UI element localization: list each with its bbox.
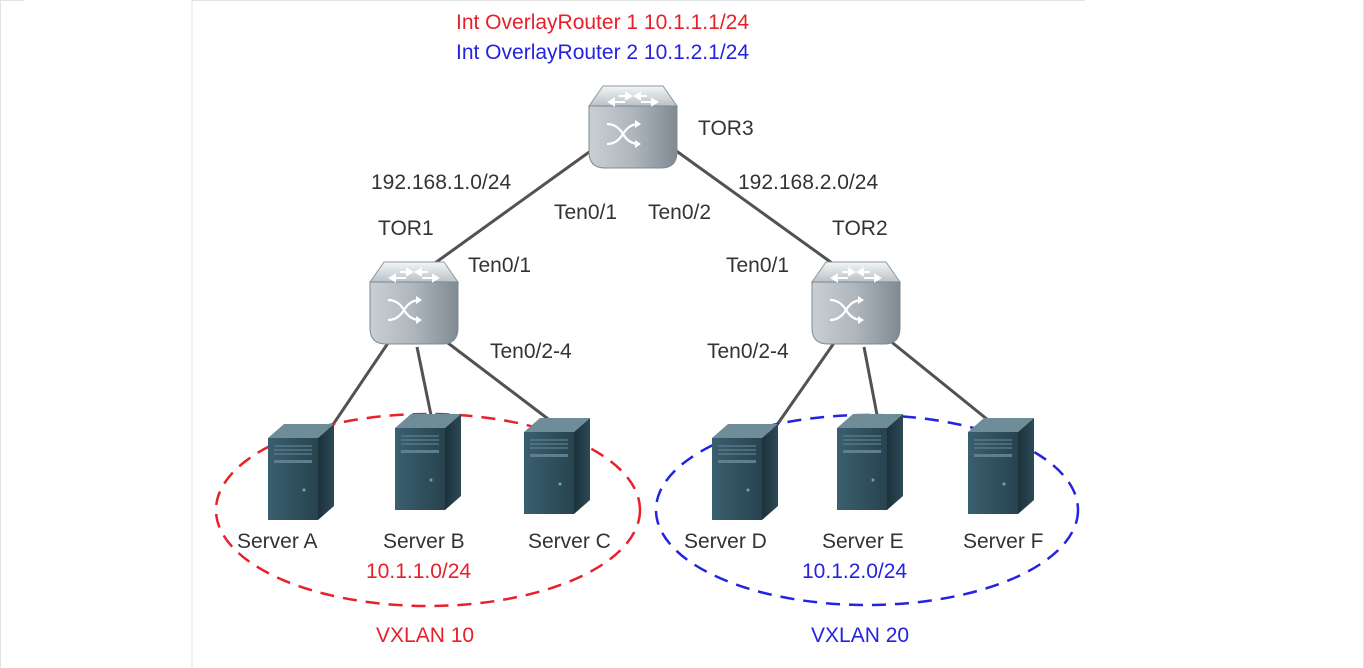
- overlay-router-2-label: Int OverlayRouter 2 10.1.2.1/24: [456, 41, 749, 64]
- link-tor2-server-f: [888, 338, 999, 430]
- link-tor2-server-e: [862, 346, 880, 421]
- tor2-label: TOR2: [832, 217, 888, 240]
- server-d-icon: [711, 423, 779, 521]
- link-tor3-tor2: [674, 148, 833, 265]
- link-tor1-server-c: [443, 338, 561, 430]
- server-e-label: Server E: [822, 530, 904, 553]
- subnet-right-label: 192.168.2.0/24: [738, 171, 878, 194]
- link-tor1-server-b: [415, 346, 434, 421]
- server-e-icon: [836, 413, 904, 511]
- link-tor1-server-a: [326, 342, 390, 433]
- vxlan10-boundary: [214, 412, 642, 608]
- tor2-switch-icon: [810, 260, 902, 346]
- vxlan20-subnet-label: 10.1.2.0/24: [802, 560, 907, 583]
- server-c-label: Server C: [528, 530, 611, 553]
- server-a-label: Server A: [237, 530, 318, 553]
- tor1-label: TOR1: [378, 217, 434, 240]
- tor1-downlink-ports-label: Ten0/2-4: [490, 340, 572, 363]
- tor3-port-left-label: Ten0/1: [554, 201, 617, 224]
- vxlan10-subnet-label: 10.1.1.0/24: [366, 560, 471, 583]
- server-b-icon: [394, 413, 462, 511]
- link-tor2-server-d: [770, 342, 836, 433]
- vxlan10-label: VXLAN 10: [376, 624, 474, 647]
- tor3-port-right-label: Ten0/2: [648, 201, 711, 224]
- server-c-icon: [523, 417, 591, 515]
- overlay-router-1-label: Int OverlayRouter 1 10.1.1.1/24: [456, 11, 749, 34]
- link-tor3-tor1: [434, 148, 593, 265]
- tor3-label: TOR3: [698, 117, 754, 140]
- tor2-uplink-port-label: Ten0/1: [726, 254, 789, 277]
- subnet-left-label: 192.168.1.0/24: [371, 171, 511, 194]
- tor1-switch-icon: [368, 260, 460, 346]
- connection-lines: [326, 148, 999, 433]
- server-a-icon: [267, 423, 335, 521]
- server-b-label: Server B: [383, 530, 465, 553]
- server-f-icon: [967, 417, 1035, 515]
- server-d-label: Server D: [684, 530, 767, 553]
- vxlan20-label: VXLAN 20: [811, 624, 909, 647]
- tor1-uplink-port-label: Ten0/1: [468, 254, 531, 277]
- server-f-label: Server F: [963, 530, 1044, 553]
- tor2-downlink-ports-label: Ten0/2-4: [707, 340, 789, 363]
- tor3-switch-icon: [587, 84, 679, 170]
